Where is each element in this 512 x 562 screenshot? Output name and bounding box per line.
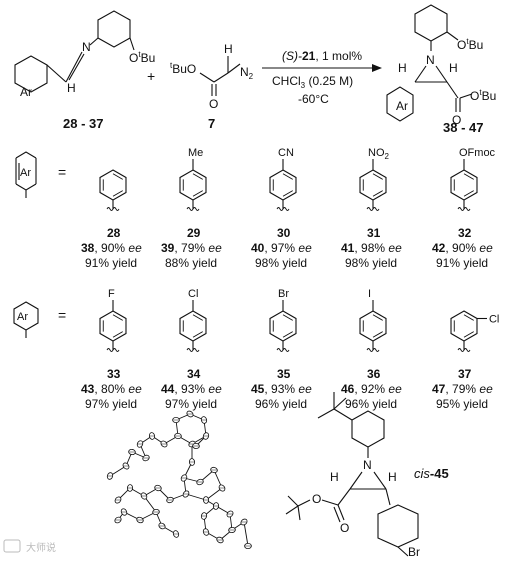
cis-br-atom: Br [408, 545, 420, 559]
yield-result: 98% yield [345, 256, 397, 270]
yield-result: 97% yield [85, 397, 137, 411]
substrate-number: 32 [458, 226, 472, 240]
xray-bond [243, 521, 249, 547]
imine-compound-number: 28 - 37 [63, 116, 103, 131]
temperature-label: -60°C [298, 92, 329, 106]
yield-result: 97% yield [165, 397, 217, 411]
yield-result: 95% yield [436, 397, 488, 411]
yield-result: 88% yield [165, 256, 217, 270]
substituent-label: Cl [489, 314, 499, 326]
yield-result: 98% yield [255, 256, 307, 270]
product-carbonyl-o-atom: O [452, 113, 461, 127]
substituent-label: Cl [188, 288, 198, 300]
substituent-label: Br [278, 288, 289, 300]
ee-result: 40, 97% ee [251, 241, 312, 255]
substrate-number: 28 [107, 226, 121, 240]
substrate-number: 35 [277, 367, 291, 381]
ar-legend-equals: = [58, 164, 66, 180]
diazo-n2-label: N2 [240, 65, 254, 81]
product-ar-label: Ar [396, 99, 408, 113]
cis-n-atom: N [363, 458, 372, 472]
diazo-h-atom: H [224, 42, 233, 56]
xray-bond [185, 493, 207, 501]
product-h1-atom: H [398, 61, 407, 75]
watermark-text: 大师说 [26, 541, 56, 554]
substrate-number: 30 [277, 226, 291, 240]
ar-legend-equals-2: = [58, 307, 66, 323]
product-h2-atom: H [449, 61, 458, 75]
diazo-tbuo-label: tBuO [170, 61, 196, 76]
product-otbu-label: OtBu [457, 37, 483, 52]
watermark: 大师说 [3, 539, 56, 554]
cis-h2-atom: H [388, 470, 397, 484]
solvent-label: CHCl3 (0.25 M) [272, 74, 353, 90]
ar-legend-row2: Ar = [13, 301, 66, 338]
imine-structure: N H Ar OtBu 28 - 37 [14, 10, 155, 131]
ee-result: 43, 80% ee [81, 382, 142, 396]
substituent-label: F [108, 288, 115, 300]
aziridine-product-structure: OtBu N H H Ar O OtBu 38 - 47 [386, 4, 496, 135]
product-n-atom: N [426, 53, 435, 67]
ee-result: 39, 79% ee [161, 241, 222, 255]
imine-h-atom: H [67, 81, 76, 95]
ar-legend-label: Ar [20, 167, 31, 179]
ee-result: 46, 92% ee [341, 382, 402, 396]
substrate-number: 37 [458, 367, 472, 381]
substrate-number: 29 [187, 226, 201, 240]
diazoacetate-structure: tBuO H N2 O 7 [170, 42, 254, 131]
ar-legend-label-2: Ar [17, 311, 28, 323]
yield-result: 96% yield [345, 397, 397, 411]
imine-otbu-label: OtBu [129, 50, 155, 65]
cis-ester-o-atom: O [312, 492, 321, 506]
diazo-o-atom: O [209, 97, 218, 111]
ee-result: 38, 90% ee [81, 241, 142, 255]
substituent-label: I [368, 288, 371, 300]
substrate-number: 34 [187, 367, 201, 381]
substituent-label: OFmoc [459, 147, 496, 159]
ar-legend-row1: Ar = [15, 151, 66, 198]
reaction-conditions: (S)-21, 1 mol% CHCl3 (0.25 M) -60°C [262, 49, 382, 106]
substituent-label: NO2 [368, 147, 390, 161]
cis-45-structure: N H H O O Br cis-45 [285, 392, 449, 559]
diazo-compound-number: 7 [208, 116, 215, 131]
yield-result: 91% yield [436, 256, 488, 270]
plus-sign: + [147, 68, 155, 84]
imine-n-atom: N [82, 40, 91, 54]
substituent-label: CN [278, 147, 294, 159]
yield-result: 96% yield [255, 397, 307, 411]
cis-h1-atom: H [330, 470, 339, 484]
xray-crystal-structure [106, 410, 252, 550]
substrate-number: 31 [367, 226, 381, 240]
yield-result: 91% yield [85, 256, 137, 270]
substrate-number: 33 [107, 367, 121, 381]
substituent-label: Me [188, 147, 203, 159]
cis-45-label: cis-45 [414, 466, 449, 481]
ee-result: 44, 93% ee [161, 382, 222, 396]
imine-ar-label: Ar [20, 85, 32, 99]
catalyst-label: (S)-21, 1 mol% [282, 49, 362, 63]
ee-result: 42, 90% ee [432, 241, 493, 255]
substrate-number: 36 [367, 367, 381, 381]
cis-carbonyl-o-atom: O [340, 521, 349, 535]
ee-result: 47, 79% ee [432, 382, 493, 396]
ee-result: 45, 93% ee [251, 382, 312, 396]
product-ester-label: OtBu [470, 88, 496, 103]
product-compound-number: 38 - 47 [443, 120, 483, 135]
ee-result: 41, 98% ee [341, 241, 402, 255]
